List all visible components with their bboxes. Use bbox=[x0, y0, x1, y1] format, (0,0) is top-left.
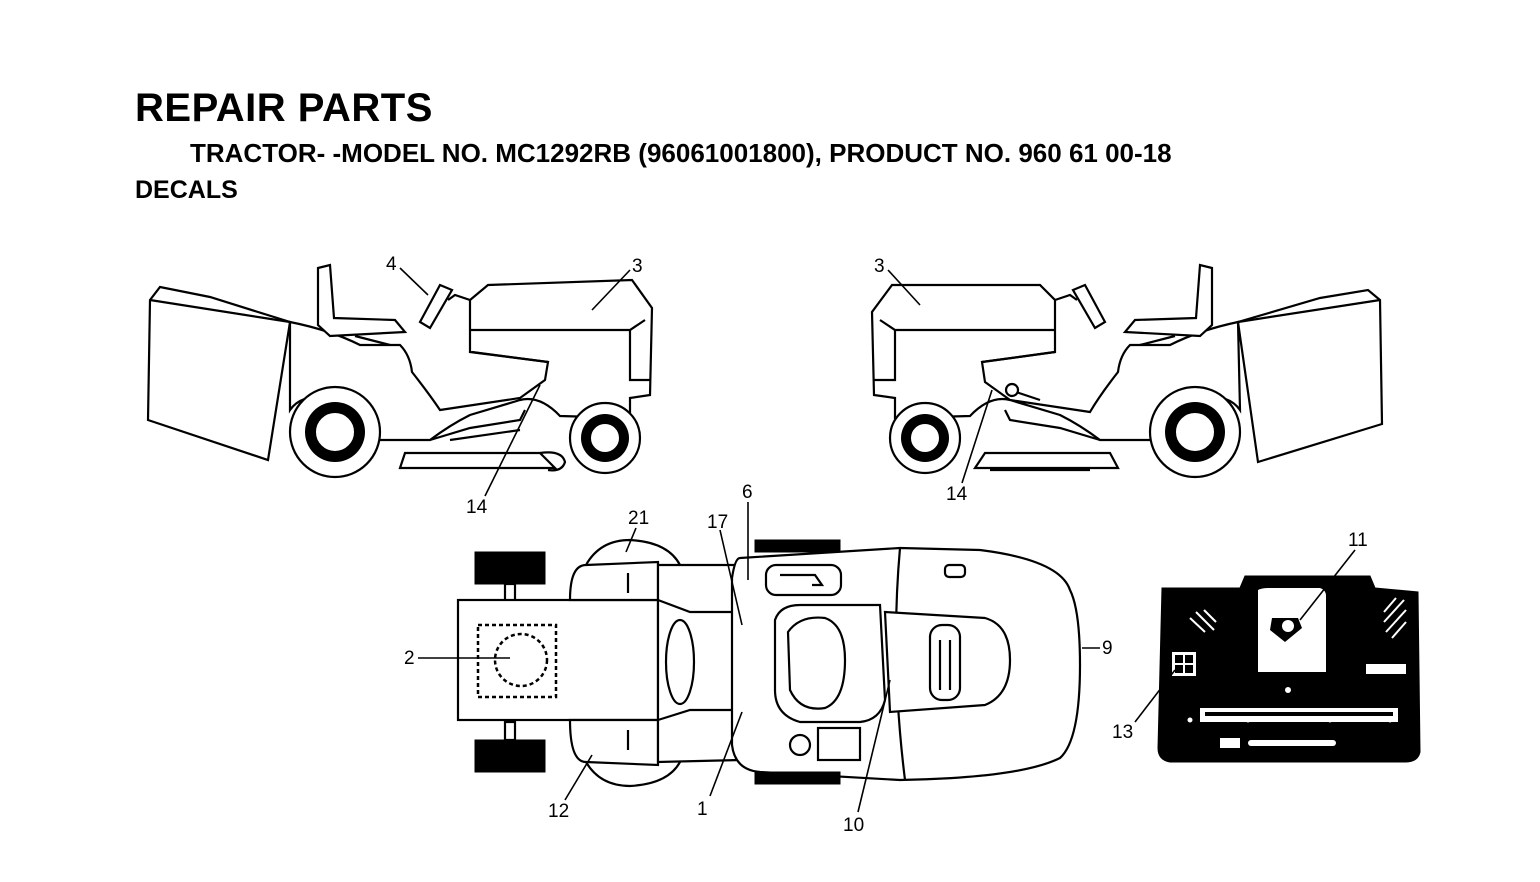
tractor-top-view bbox=[456, 538, 1082, 788]
leader-10 bbox=[857, 679, 891, 813]
callout-17: 17 bbox=[707, 512, 728, 533]
leader-14-left bbox=[484, 384, 541, 497]
callout-14-left: 14 bbox=[466, 497, 488, 518]
tractor-right-side-view bbox=[870, 263, 1384, 479]
callout-10: 10 bbox=[843, 815, 864, 836]
model-subtitle: TRACTOR- -MODEL NO. MC1292RB (9606100180… bbox=[190, 138, 1172, 168]
callout-12: 12 bbox=[548, 801, 569, 822]
leader-12 bbox=[564, 754, 593, 801]
leader-3-right bbox=[887, 269, 921, 306]
callout-9: 9 bbox=[1102, 638, 1113, 659]
callout-3-right: 3 bbox=[874, 256, 885, 277]
callout-1: 1 bbox=[697, 799, 708, 820]
page-title: REPAIR PARTS bbox=[135, 86, 433, 130]
tractor-left-side-view bbox=[146, 263, 654, 479]
dash-panel-view bbox=[1157, 575, 1421, 763]
callout-3-left: 3 bbox=[632, 256, 643, 277]
leader-1 bbox=[709, 711, 743, 797]
leader-3-left bbox=[591, 269, 631, 311]
leader-4 bbox=[399, 267, 429, 296]
leader-21 bbox=[625, 527, 637, 553]
callout-13: 13 bbox=[1112, 722, 1133, 743]
callout-21: 21 bbox=[628, 508, 649, 529]
leader-11 bbox=[1299, 549, 1356, 621]
leader-13 bbox=[1134, 669, 1176, 723]
leader-14-right bbox=[961, 389, 993, 484]
leader-17 bbox=[719, 529, 743, 626]
callout-4: 4 bbox=[386, 254, 397, 275]
section-heading: DECALS bbox=[135, 176, 238, 204]
callout-6: 6 bbox=[742, 482, 753, 503]
callout-14-right: 14 bbox=[946, 484, 968, 505]
callout-2: 2 bbox=[404, 648, 415, 669]
callout-11: 11 bbox=[1348, 530, 1368, 551]
